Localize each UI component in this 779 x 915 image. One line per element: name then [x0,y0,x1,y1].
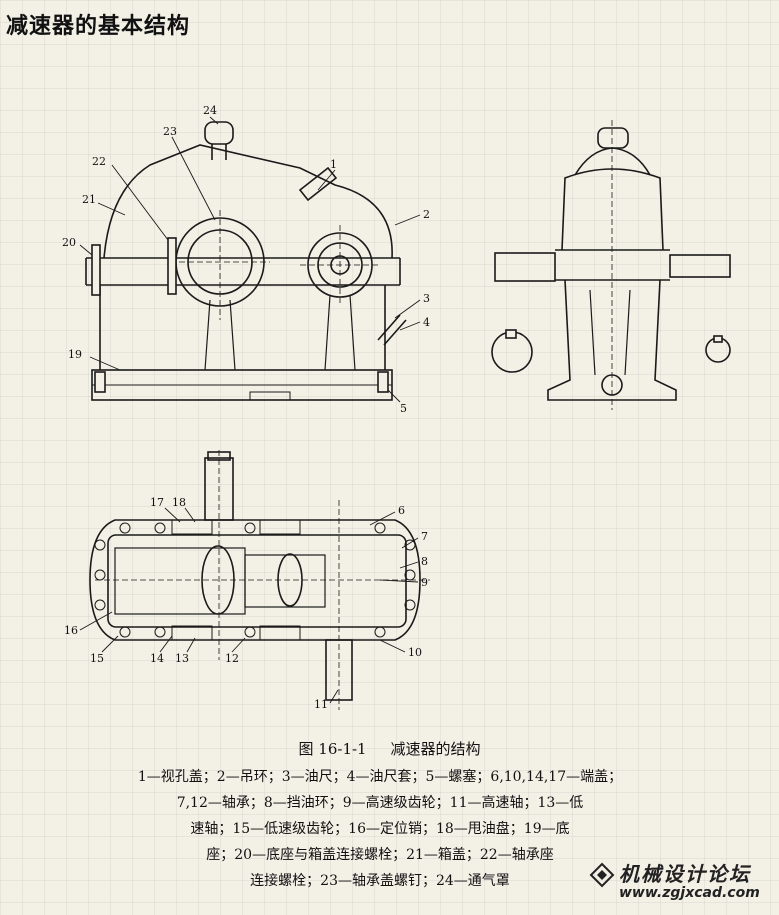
breather [204,121,234,145]
part-label-11: 11 [314,698,328,711]
figure-caption: 图 16-1-1 减速器的结构 [0,738,779,759]
side-shaft-right [669,254,731,278]
front-view [85,121,407,401]
part-label-22: 22 [92,155,106,168]
part-label-17: 17 [150,496,164,509]
top-view [89,450,430,710]
watermark: 机械设计论坛 www.zgjxcad.com [585,858,777,908]
part-label-15: 15 [90,652,104,665]
figure-number: 图 16-1-1 [298,740,367,758]
part-label-1: 1 [330,158,337,171]
lower-box [99,285,386,370]
watermark-title: 机械设计论坛 [619,862,751,886]
legend-line: 速轴；15—低速级齿轮；16—定位销；18—甩油盘；19—底 [190,821,570,837]
part-label-6: 6 [398,504,405,517]
watermark-url: www.zgjxcad.com [619,885,760,901]
parts-legend: 1—视孔盖；2—吊环；3—油尺；4—油尺套；5—螺塞；6,10,14,17—端盖… [60,764,700,894]
side-view [491,120,731,410]
legend-line: 7,12—轴承；8—挡油环；9—高速级齿轮；11—高速轴；13—低 [176,795,584,811]
figure-title: 减速器的结构 [390,740,481,758]
legend-line: 1—视孔盖；2—吊环；3—油尺；4—油尺套；5—螺塞；6,10,14,17—端盖… [137,769,623,785]
part-label-20: 20 [62,236,76,249]
side-shaft-left [494,252,556,282]
part-label-23: 23 [163,125,177,138]
part-label-12: 12 [225,652,239,665]
part-label-4: 4 [423,316,430,329]
inspection-cover [298,166,338,202]
part-label-7: 7 [421,530,428,543]
cover-outline [103,144,393,259]
legend-line: 连接螺栓；23—轴承盖螺钉；24—通气罩 [250,873,510,889]
part-label-13: 13 [175,652,189,665]
part-label-2: 2 [423,208,430,221]
part-label-19: 19 [68,348,82,361]
part-label-16: 16 [64,624,78,637]
part-label-5: 5 [400,402,407,415]
page-title: 减速器的基本结构 [6,14,191,39]
reducer-drawing: 1 2 3 4 5 6 7 8 9 10 11 12 13 14 15 16 1… [62,104,731,711]
top-box-outline [89,519,421,641]
part-label-9: 9 [421,576,428,589]
part-label-18: 18 [172,496,186,509]
part-label-10: 10 [408,646,422,659]
part-label-3: 3 [423,292,430,305]
part-label-21: 21 [82,193,96,206]
legend-line: 座；20—底座与箱盖连接螺栓；21—箱盖；22—轴承座 [206,847,554,863]
diamond-logo-icon [589,862,615,888]
side-breather [597,127,629,149]
part-label-14: 14 [150,652,164,665]
part-label-8: 8 [421,555,428,568]
low-speed-shaft [204,457,234,521]
part-label-24: 24 [203,104,217,117]
